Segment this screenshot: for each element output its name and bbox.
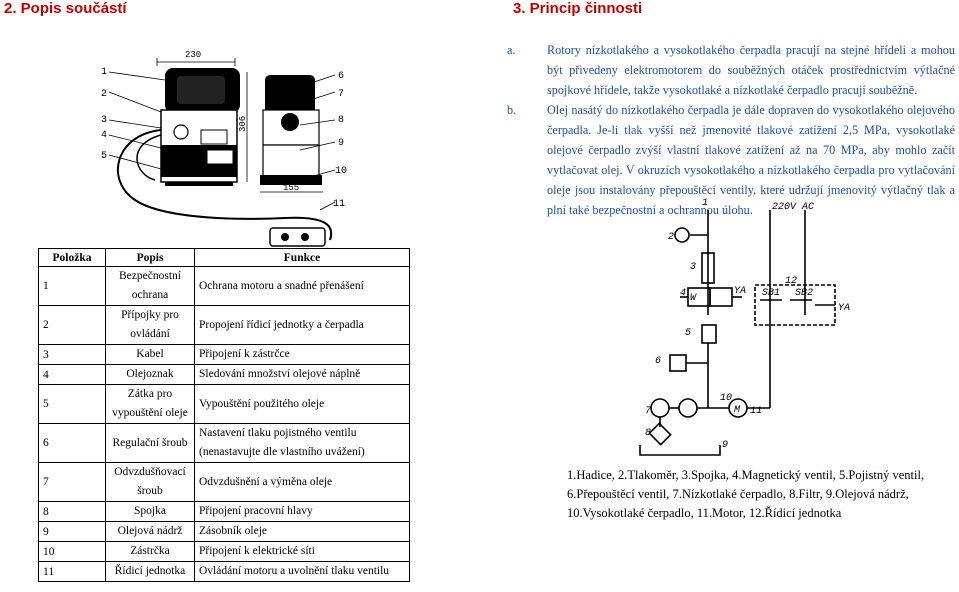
schem-label-w: W bbox=[690, 293, 697, 304]
row-function: Připojení pracovní hlavy bbox=[194, 501, 410, 522]
row-description: Přípojky pro ovládání bbox=[105, 305, 195, 345]
row-position: 9 bbox=[38, 521, 106, 542]
row-position: 7 bbox=[38, 462, 106, 502]
schem-label-3: 3 bbox=[690, 262, 696, 273]
schematic-legend: 1.Hadice, 2.Tlakoměr, 3.Spojka, 4.Magnet… bbox=[567, 466, 924, 523]
schem-label-12: 12 bbox=[785, 276, 797, 287]
row-position: 11 bbox=[38, 561, 106, 582]
schem-label-2: 2 bbox=[668, 232, 674, 243]
callout-3: 3 bbox=[101, 115, 107, 126]
hydraulic-schematic: 1 220V AC 2 3 4 W YA 12 SB1 SB2 YA 5 6 7… bbox=[639, 198, 850, 456]
row-position: 3 bbox=[38, 344, 106, 365]
row-function: Nastavení tlaku pojistného ventilu (nena… bbox=[194, 423, 410, 463]
row-description: Odvzdušňovací šroub bbox=[105, 462, 195, 502]
schem-label-sb2: SB2 bbox=[795, 288, 813, 299]
callout-10: 10 bbox=[335, 166, 347, 177]
schem-label-ya2: YA bbox=[838, 303, 850, 314]
row-function: Sledování množství olejové náplně bbox=[194, 364, 410, 385]
schem-label-220v: 220V AC bbox=[772, 202, 814, 213]
header-description: Popis bbox=[105, 248, 195, 267]
callout-7: 7 bbox=[338, 89, 344, 100]
callout-6: 6 bbox=[338, 71, 344, 82]
row-function: Vypouštění použitého oleje bbox=[194, 384, 410, 424]
row-function: Zásobník oleje bbox=[194, 521, 410, 542]
schem-label-6: 6 bbox=[655, 356, 661, 367]
schem-label-1: 1 bbox=[702, 198, 708, 209]
schem-label-m: M bbox=[734, 405, 741, 416]
row-function: Odvzdušnění a výměna oleje bbox=[194, 462, 410, 502]
row-description: Zátka pro vypouštění oleje bbox=[105, 384, 195, 424]
dim-155: 155 bbox=[283, 183, 299, 193]
schem-label-ya: YA bbox=[734, 286, 746, 297]
row-position: 4 bbox=[38, 364, 106, 385]
row-position: 5 bbox=[38, 384, 106, 424]
row-description: Spojka bbox=[105, 501, 195, 522]
schem-label-11: 11 bbox=[750, 406, 762, 417]
schem-label-4: 4 bbox=[680, 288, 686, 299]
row-position: 1 bbox=[38, 266, 106, 306]
legend-line: 1.Hadice, 2.Tlakoměr, 3.Spojka, 4.Magnet… bbox=[567, 468, 925, 482]
header-position: Položka bbox=[38, 248, 106, 267]
schem-label-8: 8 bbox=[645, 428, 651, 439]
callout-11: 11 bbox=[333, 199, 345, 210]
schem-label-5: 5 bbox=[685, 328, 691, 339]
row-description: Olejová nádrž bbox=[105, 521, 195, 542]
row-position: 6 bbox=[38, 423, 106, 463]
callout-8: 8 bbox=[338, 115, 344, 126]
section-heading-principle: 3. Princip činnosti bbox=[513, 0, 643, 17]
row-function: Připojení k zástrčce bbox=[194, 344, 410, 365]
header-function: Funkce bbox=[194, 248, 410, 267]
schem-label-7: 7 bbox=[645, 406, 651, 417]
row-description: Olejoznak bbox=[105, 364, 195, 385]
callout-4: 4 bbox=[101, 130, 107, 141]
legend-line: 10.Vysokotlaké čerpadlo, 11.Motor, 12.Ří… bbox=[567, 506, 842, 520]
row-function: Propojení řídicí jednotky a čerpadla bbox=[194, 305, 410, 345]
row-function: Ochrana motoru a snadné přenášení bbox=[194, 266, 410, 306]
callout-5: 5 bbox=[101, 151, 107, 162]
row-description: Bezpečnostní ochrana bbox=[105, 266, 195, 306]
row-description: Řídicí jednotka bbox=[105, 561, 195, 582]
schem-label-10: 10 bbox=[720, 393, 732, 404]
table-header-row: Položka Popis Funkce bbox=[38, 248, 410, 267]
dim-306: 306 bbox=[238, 116, 248, 132]
principle-a: a.Rotory nízkotlakého a vysokotlakého če… bbox=[507, 43, 955, 97]
row-function: Připojení k elektrické síti bbox=[194, 541, 410, 562]
principle-text: a.Rotory nízkotlakého a vysokotlakého če… bbox=[507, 40, 955, 220]
legend-line: 6.Přepouštěcí ventil, 7.Nízkotlaké čerpa… bbox=[567, 487, 909, 501]
row-position: 2 bbox=[38, 305, 106, 345]
schem-label-sb1: SB1 bbox=[762, 288, 780, 299]
row-function: Ovládání motoru a uvolnění tlaku ventilu bbox=[194, 561, 410, 582]
row-description: Zástrčka bbox=[105, 541, 195, 562]
callout-2: 2 bbox=[101, 89, 107, 100]
callout-9: 9 bbox=[338, 138, 344, 149]
schem-label-9: 9 bbox=[722, 440, 728, 451]
callout-1: 1 bbox=[101, 67, 107, 78]
pump-illustration: 230 306 155 1 2 3 4 5 6 bbox=[101, 50, 347, 247]
principle-b: b.Olej nasátý do nízkotlakého čerpadla j… bbox=[507, 103, 955, 217]
section-heading-parts: 2. Popis součástí bbox=[4, 0, 127, 17]
dim-230: 230 bbox=[185, 50, 201, 60]
row-position: 10 bbox=[38, 541, 106, 562]
row-description: Regulační šroub bbox=[105, 423, 195, 463]
row-description: Kabel bbox=[105, 344, 195, 365]
row-position: 8 bbox=[38, 501, 106, 522]
